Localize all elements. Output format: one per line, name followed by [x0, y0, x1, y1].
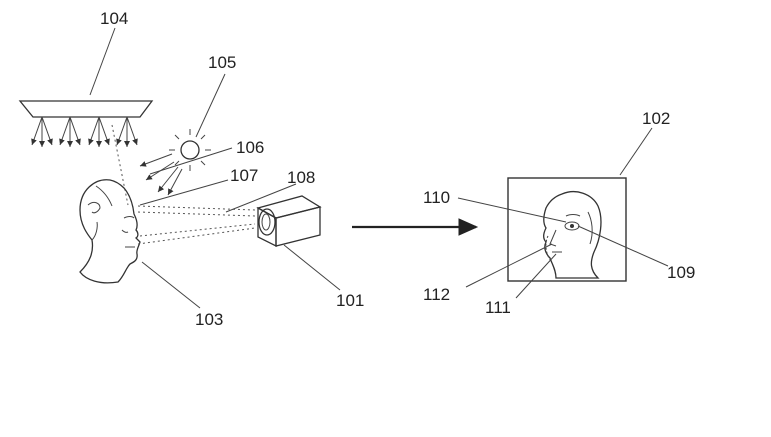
leader-103 [141, 261, 201, 309]
label-112: 112 [423, 285, 450, 304]
label-102: 102 [642, 109, 670, 128]
leader-101 [283, 244, 341, 291]
leader-104 [89, 27, 116, 96]
leader-107 [139, 179, 229, 206]
label-105: 105 [208, 53, 236, 72]
leader-105 [195, 73, 226, 138]
leader-112 [465, 243, 553, 288]
light-path-dotted [111, 124, 129, 206]
leader-109 [577, 225, 669, 267]
label-101: 101 [336, 291, 364, 310]
leader-108 [225, 183, 297, 213]
label-106: 106 [236, 138, 264, 157]
label-108: 108 [287, 168, 315, 187]
sun-icon: 105 [169, 53, 236, 171]
label-111: 111 [485, 298, 511, 317]
leader-111 [515, 253, 557, 299]
image-display: 102 110 109 112 111 [423, 109, 695, 317]
label-104: 104 [100, 9, 128, 28]
label-103: 103 [195, 310, 223, 329]
camera-icon: 108 101 [225, 168, 364, 310]
overhead-light-panel: 104 [18, 9, 154, 147]
captured-face [543, 191, 602, 279]
label-110: 110 [423, 188, 450, 207]
sun-rays [139, 153, 183, 196]
leader-106 [149, 147, 233, 175]
leader-110 [457, 197, 567, 223]
camera-view-lines [137, 205, 256, 245]
label-109: 109 [667, 263, 695, 282]
light-rays-down [31, 116, 138, 147]
leader-102 [619, 127, 653, 176]
person-head: 103 [79, 179, 223, 329]
label-107: 107 [230, 166, 258, 185]
